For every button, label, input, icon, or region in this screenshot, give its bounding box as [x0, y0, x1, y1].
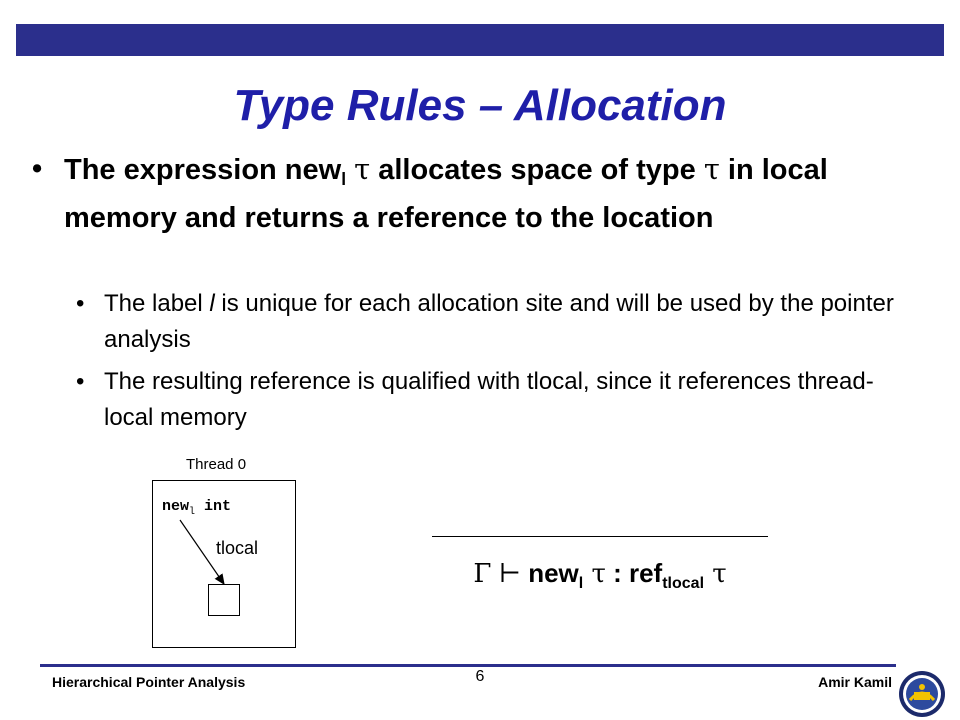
type-rule: Γ ⊢ newl τ : reftlocal τ [473, 558, 727, 592]
inference-rule-line [432, 536, 768, 537]
footer-divider [40, 664, 896, 667]
header-bar [16, 24, 944, 56]
code-expression: newl int [162, 498, 232, 518]
main-bullet-text: The expression newl τ allocates space of… [64, 152, 828, 235]
footer-title: Hierarchical Pointer Analysis [52, 674, 246, 690]
bullet-dot: • [76, 368, 85, 395]
sub-bullet-text: The resulting reference is qualified wit… [104, 368, 874, 431]
footer-author: Amir Kamil [818, 674, 892, 690]
bullet-dot: • [32, 153, 43, 185]
university-seal-icon [899, 671, 945, 717]
slide-title: Type Rules – Allocation [233, 81, 727, 130]
thread-box [152, 480, 296, 648]
memory-cell [208, 584, 240, 616]
sub-bullet-text: The label l is unique for each allocatio… [104, 290, 894, 353]
arrow-line [179, 519, 225, 585]
page-number: 6 [475, 668, 485, 685]
thread-label: Thread 0 [186, 456, 247, 473]
bullet-dot: • [76, 290, 85, 317]
tlocal-label: tlocal [216, 538, 259, 558]
